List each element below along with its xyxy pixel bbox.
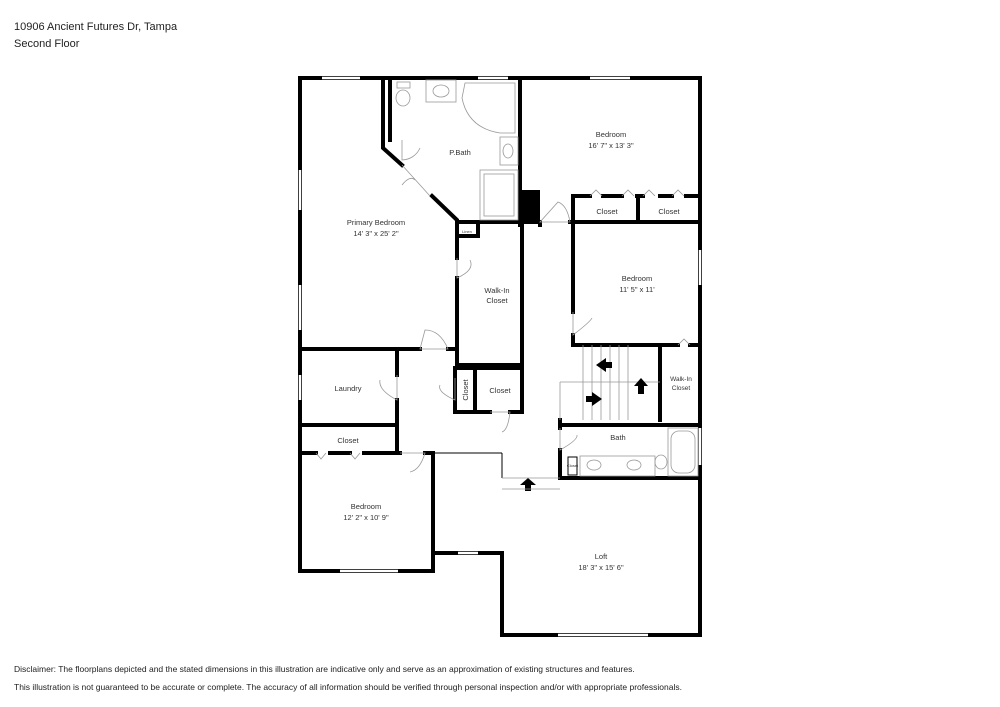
- floor-name: Second Floor: [14, 38, 80, 50]
- room-name: Bedroom: [596, 130, 626, 139]
- room-dims: 16' 7" x 13' 3": [588, 141, 634, 150]
- room-dims: 18' 3" x 15' 6": [578, 563, 624, 572]
- fixtures: [315, 79, 699, 477]
- room-name: Closet: [567, 463, 579, 468]
- room-name: Walk-In: [670, 376, 692, 383]
- room-name: Closet: [658, 207, 680, 216]
- room-name: Linen: [462, 229, 472, 234]
- arrow-up-icon: [634, 378, 648, 394]
- disclaimer-line-2: This illustration is not guaranteed to b…: [14, 682, 682, 692]
- address: 10906 Ancient Futures Dr, Tampa: [14, 21, 178, 33]
- room-name: Closet: [596, 207, 618, 216]
- room-name: P.Bath: [449, 148, 471, 157]
- arrow-right-icon: [586, 392, 602, 406]
- room-name: Laundry: [334, 384, 361, 393]
- room-dims: 14' 3" x 25' 2": [353, 229, 399, 238]
- walls: [298, 76, 702, 637]
- room-name: Bedroom: [351, 502, 381, 511]
- room-name: Closet: [461, 378, 470, 400]
- room-name: Walk-In: [484, 286, 509, 295]
- room-dims: 12' 2" x 10' 9": [343, 513, 389, 522]
- stairs: [502, 345, 660, 491]
- room-name: Primary Bedroom: [347, 218, 405, 227]
- room-name: Bath: [610, 433, 625, 442]
- room-name: Closet: [486, 296, 508, 305]
- arrow-up-icon: [520, 478, 536, 491]
- disclaimer-line-1: Disclaimer: The floorplans depicted and …: [14, 664, 635, 674]
- room-dims: 11' 5" x 11': [619, 285, 655, 294]
- room-name: Closet: [489, 386, 511, 395]
- room-name: Closet: [672, 385, 691, 392]
- room-name: Closet: [337, 436, 359, 445]
- room-name: Bedroom: [622, 274, 652, 283]
- arrow-left-icon: [596, 358, 612, 372]
- room-labels: Primary Bedroom 14' 3" x 25' 2" P.Bath B…: [334, 130, 692, 572]
- room-name: Loft: [595, 552, 608, 561]
